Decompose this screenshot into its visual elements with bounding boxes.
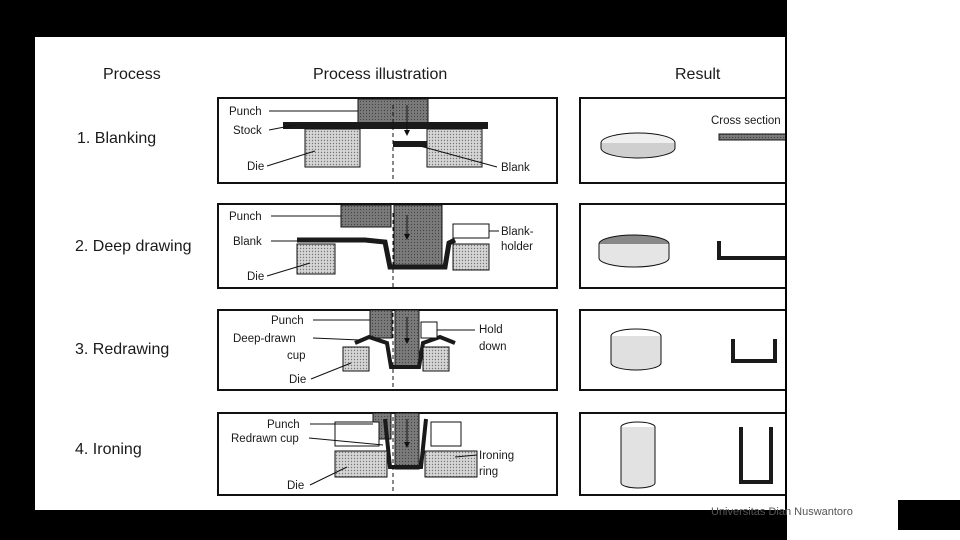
label-stock-blanking: Stock xyxy=(233,125,262,137)
result-cross-section-redrawing xyxy=(731,339,777,363)
cup-wall-ironing xyxy=(383,418,428,469)
die-right-blanking xyxy=(426,128,483,168)
label-deep-drawn-cup-1: Deep-drawn xyxy=(233,333,296,345)
row-redrawing: 3. Redrawing Punch Deep-drawn cup Die Ho… xyxy=(75,309,785,391)
die-left-redrawing xyxy=(342,346,370,372)
result-cross-section-blanking xyxy=(718,133,785,141)
label-die-blanking: Die xyxy=(247,161,264,173)
result-shallow-cup-side xyxy=(598,244,670,268)
page-corner-block xyxy=(898,500,960,530)
die-left-deep-drawing xyxy=(296,243,336,275)
label-deep-drawn-cup-2: cup xyxy=(287,350,306,362)
label-punch-redrawing: Punch xyxy=(271,315,304,327)
illustration-box-blanking xyxy=(217,97,558,184)
punch-deep-drawing xyxy=(393,204,443,268)
label-blank-holder-2: holder xyxy=(501,241,533,253)
row-ironing: 4. Ironing Punch Redrawn cup Die Ironing… xyxy=(75,412,785,496)
die-left-blanking xyxy=(304,128,361,168)
header-process: Process xyxy=(103,66,161,83)
label-hold-down-2: down xyxy=(479,341,507,353)
label-hold-down-1: Hold xyxy=(479,324,503,336)
row-blanking: 1. Blanking Punch Stock Die Blank Cross … xyxy=(77,97,785,184)
leader-cup-redrawing xyxy=(312,337,361,341)
slide: Process Process illustration Result 1. B… xyxy=(35,37,785,510)
stock-sheet-blanking xyxy=(283,122,488,129)
leader-die-deep-drawing xyxy=(266,262,311,277)
result-cross-section-ironing xyxy=(739,427,773,484)
result-tall-cup-side xyxy=(620,427,656,489)
footer-university-name: Universitas Dian Nuswantoro xyxy=(711,506,853,518)
result-disk-edge xyxy=(600,143,676,159)
leader-cup-ironing xyxy=(308,437,384,446)
label-die-redrawing: Die xyxy=(289,374,306,386)
label-die-ironing: Die xyxy=(287,480,304,492)
label-ironing-ring-2: ring xyxy=(479,466,498,478)
leader-stock-blanking xyxy=(268,124,296,131)
label-punch-deep-drawing: Punch xyxy=(229,211,262,223)
leader-die-blanking xyxy=(266,150,316,167)
leader-die-ironing xyxy=(309,466,348,486)
header-process-illustration: Process illustration xyxy=(313,66,447,83)
punch-left-redrawing xyxy=(369,309,393,339)
punch-body-deep-drawing xyxy=(340,204,392,228)
label-punch-ironing: Punch xyxy=(267,419,300,431)
label-blank-blanking: Blank xyxy=(501,162,530,174)
header-result: Result xyxy=(675,66,721,83)
label-ironing-ring-1: Ironing xyxy=(479,450,514,462)
sheet-metal-process-diagram: Process Process illustration Result 1. B… xyxy=(75,66,785,496)
step-label-deep-drawing: 2. Deep drawing xyxy=(75,238,192,255)
die-right-deep-drawing xyxy=(452,243,490,271)
hold-down-ring xyxy=(420,321,438,339)
row-deep-drawing: 2. Deep drawing Punch Blank Die Blank- h… xyxy=(75,203,785,289)
label-redrawn-cup: Redrawn cup xyxy=(231,433,299,445)
label-die-deep-drawing: Die xyxy=(247,271,264,283)
blank-piece xyxy=(393,141,427,147)
label-blank-deep-drawing: Blank xyxy=(233,236,262,248)
result-cross-section-deep-drawing xyxy=(717,241,785,260)
label-blank-holder-1: Blank- xyxy=(501,226,534,238)
die-left-ironing xyxy=(334,450,388,478)
die-right-ironing xyxy=(424,450,478,478)
result-box-deep-drawing xyxy=(579,203,785,289)
step-label-ironing: 4. Ironing xyxy=(75,441,142,458)
result-cup-side-redrawing xyxy=(610,336,662,371)
leader-ring-ironing xyxy=(454,454,478,458)
label-cross-section: Cross section xyxy=(711,115,781,127)
leader-die-redrawing xyxy=(310,362,352,380)
illustration-box-deep-drawing xyxy=(217,203,558,289)
step-label-redrawing: 3. Redrawing xyxy=(75,341,169,358)
ring-upper-left xyxy=(334,421,380,447)
result-box-redrawing xyxy=(579,309,785,391)
ring-upper-right xyxy=(430,421,462,447)
result-box-blanking xyxy=(579,97,785,184)
die-right-redrawing xyxy=(422,346,450,372)
result-box-ironing xyxy=(579,412,785,496)
leader-blank-blanking xyxy=(419,145,498,168)
blank-sheet-deep-drawing xyxy=(297,237,457,270)
blank-holder xyxy=(452,223,490,239)
step-label-blanking: 1. Blanking xyxy=(77,130,156,147)
label-punch-blanking: Punch xyxy=(229,106,262,118)
